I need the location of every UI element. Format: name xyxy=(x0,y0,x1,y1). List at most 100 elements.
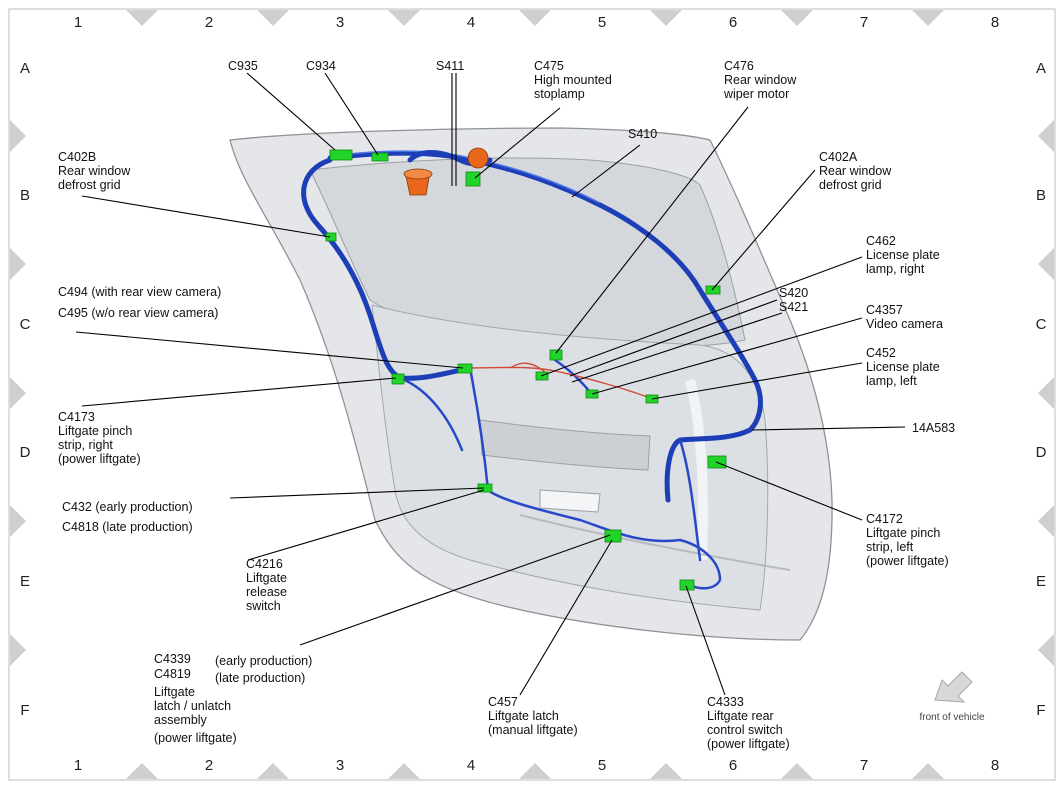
grid-row-labels-left: A B C D E F xyxy=(20,60,31,719)
front-of-vehicle-arrow-icon: front of vehicle xyxy=(919,671,985,723)
frame-triangle-top xyxy=(912,10,944,26)
grid-row-labels-right: A B C D E F xyxy=(1036,60,1047,719)
row-label: B xyxy=(1036,187,1046,204)
label-c4357-line2: Video camera xyxy=(866,317,943,331)
col-label: 1 xyxy=(74,14,82,31)
col-label: 5 xyxy=(598,14,606,31)
frame-triangle-top xyxy=(126,10,158,26)
liftgate-body xyxy=(229,127,833,641)
frame-triangle-left xyxy=(10,505,26,537)
label-s420: S420 xyxy=(779,286,808,300)
label-c402b-line3: defrost grid xyxy=(58,178,121,192)
frame-border xyxy=(8,8,1056,781)
label-c476-line2: Rear window xyxy=(724,73,797,87)
label-c4339-desc2: latch / unlatch xyxy=(154,699,231,713)
col-label: 5 xyxy=(598,757,606,774)
frame-triangle-right xyxy=(1038,634,1054,666)
frame-triangle-top xyxy=(519,10,551,26)
label-c457-line2: Liftgate latch xyxy=(488,709,559,723)
label-c475-line2: High mounted xyxy=(534,73,612,87)
frame-triangle-top xyxy=(388,10,420,26)
frame-triangle-right xyxy=(1038,505,1054,537)
col-label: 6 xyxy=(729,14,737,31)
label-c476-line3: wiper motor xyxy=(723,87,789,101)
connector-c4339 xyxy=(604,529,622,543)
frame-triangle-left xyxy=(10,634,26,666)
frame-triangle-top xyxy=(650,10,682,26)
grid-column-labels-top: 1 2 3 4 5 6 7 8 xyxy=(74,14,999,31)
component-labels: C935 C934 S411 C475 High mounted stoplam… xyxy=(58,59,955,751)
frame-triangle-bottom xyxy=(519,763,551,779)
frame-triangle-right xyxy=(1038,120,1054,152)
col-label: 8 xyxy=(991,757,999,774)
label-c402a-line2: Rear window xyxy=(819,164,892,178)
label-c457-line3: (manual liftgate) xyxy=(488,723,578,737)
row-label: F xyxy=(1036,702,1045,719)
label-c452-line2: License plate xyxy=(866,360,940,374)
connector-c402b xyxy=(325,232,337,242)
label-c4172-id: C4172 xyxy=(866,512,903,526)
frame-triangle-right xyxy=(1038,248,1054,280)
label-c402a-id: C402A xyxy=(819,150,858,164)
col-label: 6 xyxy=(729,757,737,774)
frame-triangle-left xyxy=(10,248,26,280)
label-c462-id: C462 xyxy=(866,234,896,248)
frame-triangle-bottom xyxy=(388,763,420,779)
label-c4173-line3: strip, right xyxy=(58,438,113,452)
label-c4216-line4: switch xyxy=(246,599,281,613)
label-c4819-note: (late production) xyxy=(215,671,305,685)
label-s421: S421 xyxy=(779,300,808,314)
frame-triangle-bottom xyxy=(650,763,682,779)
label-c432: C432 (early production) xyxy=(62,500,193,514)
label-c457-id: C457 xyxy=(488,695,518,709)
row-label: A xyxy=(1036,60,1046,77)
connector-c494 xyxy=(457,363,473,374)
label-c4818: C4818 (late production) xyxy=(62,520,193,534)
label-c462-line3: lamp, right xyxy=(866,262,925,276)
col-label: 2 xyxy=(205,757,213,774)
frame-triangles xyxy=(10,10,1054,779)
label-c4173-line2: Liftgate pinch xyxy=(58,424,132,438)
label-c4173-line4: (power liftgate) xyxy=(58,452,141,466)
label-c4172-line3: strip, left xyxy=(866,540,914,554)
label-c4819: C4819 xyxy=(154,667,191,681)
connector-c475 xyxy=(465,171,481,187)
label-c462-line2: License plate xyxy=(866,248,940,262)
frame-triangle-top xyxy=(781,10,813,26)
col-label: 1 xyxy=(74,757,82,774)
connector-c935 xyxy=(329,149,353,161)
orange-components xyxy=(403,147,489,196)
label-c4339-desc4: (power liftgate) xyxy=(154,731,237,745)
label-c934: C934 xyxy=(306,59,336,73)
label-14a583: 14A583 xyxy=(912,421,955,435)
col-label: 4 xyxy=(467,14,475,31)
label-c494: C494 (with rear view camera) xyxy=(58,285,221,299)
label-c4172-line4: (power liftgate) xyxy=(866,554,949,568)
latch-opening xyxy=(539,489,601,513)
wiper-grommet xyxy=(467,147,489,169)
row-label: D xyxy=(1036,444,1047,461)
frame-triangle-bottom xyxy=(126,763,158,779)
label-c4357-id: C4357 xyxy=(866,303,903,317)
label-c402b-line2: Rear window xyxy=(58,164,131,178)
frame-triangle-left xyxy=(10,120,26,152)
row-label: D xyxy=(20,444,31,461)
row-label: B xyxy=(20,187,30,204)
col-label: 7 xyxy=(860,757,868,774)
license-plate-recess xyxy=(479,419,651,471)
row-label: E xyxy=(20,573,30,590)
frame-triangle-bottom xyxy=(257,763,289,779)
col-label: 7 xyxy=(860,14,868,31)
frame-triangle-top xyxy=(257,10,289,26)
label-s411: S411 xyxy=(436,59,464,73)
frame-triangle-left xyxy=(10,377,26,409)
label-c4216-id: C4216 xyxy=(246,557,283,571)
panel-edge xyxy=(519,514,791,571)
label-c4216-line2: Liftgate xyxy=(246,571,287,585)
label-c452-id: C452 xyxy=(866,346,896,360)
label-c476-id: C476 xyxy=(724,59,754,73)
label-c4339-desc3: assembly xyxy=(154,713,208,727)
label-c4333-line3: control switch xyxy=(707,723,783,737)
label-c452-line3: lamp, left xyxy=(866,374,917,388)
